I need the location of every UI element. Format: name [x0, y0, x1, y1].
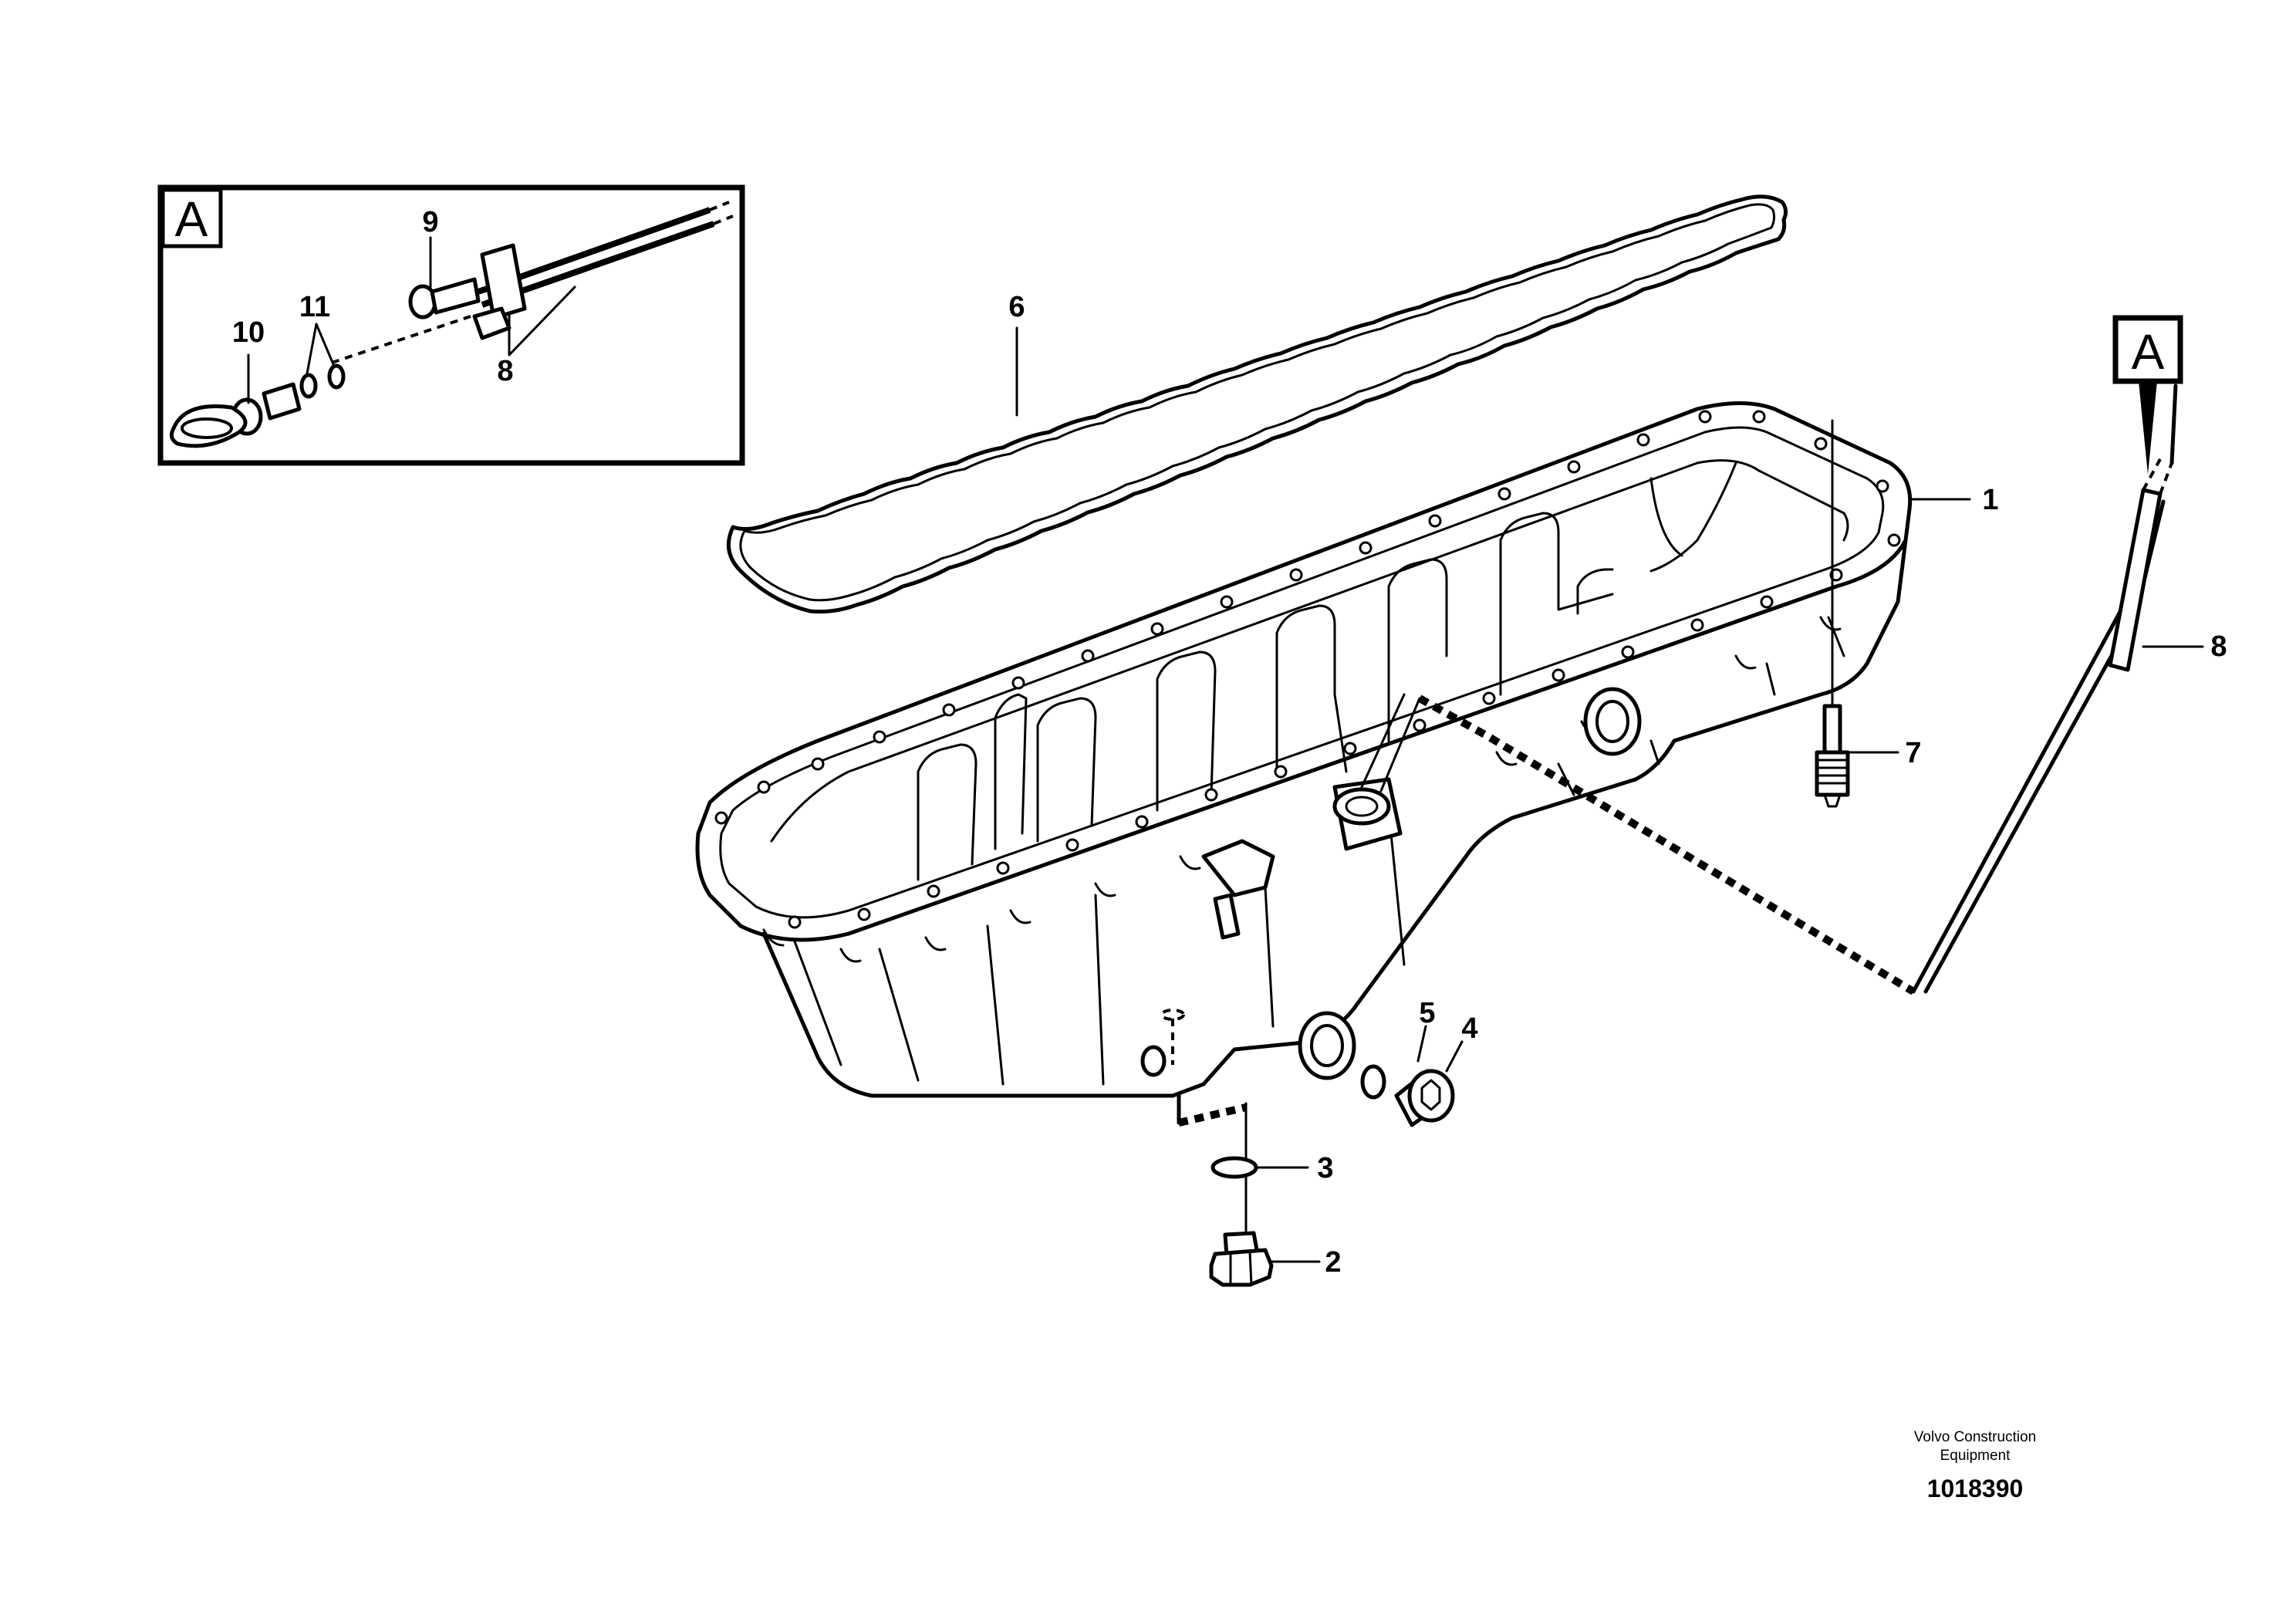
inset-label: A	[175, 191, 208, 247]
dipstick-tube-8	[1911, 384, 2178, 994]
callout-3: 3	[1317, 1152, 1333, 1184]
oil-pan-ribs	[917, 512, 1614, 881]
view-arrow	[2139, 381, 2157, 475]
drawing-number: 1018390	[1927, 1475, 2024, 1502]
inset-label-box	[160, 188, 223, 248]
oring-5	[1360, 1064, 1386, 1100]
inset-dipstick-handle-10	[169, 382, 302, 448]
dipstick-tube-hidden	[1417, 694, 1916, 995]
callout-10: 10	[232, 316, 265, 349]
callout-4: 4	[1461, 1012, 1477, 1045]
callout-5: 5	[1419, 997, 1435, 1029]
callout-8: 8	[2210, 630, 2227, 663]
callout-11: 11	[299, 291, 330, 323]
view-marker-a: A	[2112, 315, 2183, 475]
view-marker-box	[2112, 315, 2183, 384]
callout-9: 9	[422, 206, 438, 238]
dipstick-boss	[1332, 693, 1421, 851]
callout-7: 7	[1905, 737, 1921, 769]
footer: Volvo Construction Equipment 1018390	[1914, 1429, 2036, 1502]
company-name-line1: Volvo Construction	[1914, 1429, 2036, 1445]
callout-6: 6	[1008, 291, 1025, 323]
flange-bolt-holes	[714, 410, 1901, 929]
plug-4	[1360, 1064, 1455, 1127]
drain-plug-2	[1209, 1231, 1274, 1287]
inset-detail-a: A 9 10 11 8	[157, 184, 745, 466]
view-marker-label: A	[2132, 324, 2165, 380]
oil-pan-1	[695, 401, 1913, 1127]
stud-7	[1815, 704, 1850, 808]
gasket-6	[726, 194, 1788, 614]
inset-oring-11a	[299, 373, 318, 399]
oring-3	[1210, 1156, 1258, 1179]
inset-bolt-9	[408, 277, 481, 319]
callout-8-inset: 8	[497, 355, 513, 387]
inset-oring-11b	[327, 363, 346, 390]
callout-1: 1	[1982, 484, 1998, 516]
inset-clamp-bracket	[480, 243, 527, 320]
callout-2: 2	[1325, 1246, 1341, 1279]
company-name-line2: Equipment	[1940, 1448, 2011, 1464]
